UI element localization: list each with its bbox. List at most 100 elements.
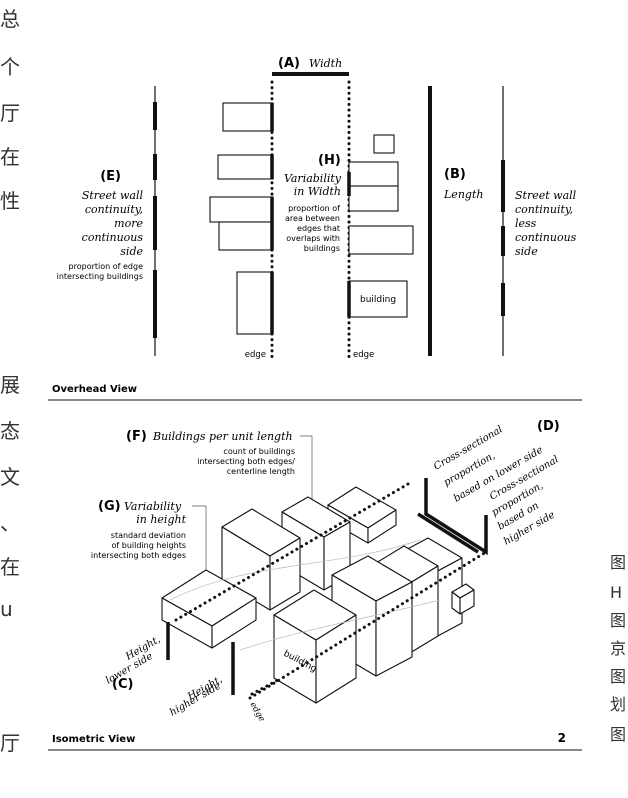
label-f-letter: (F)	[126, 429, 147, 444]
label-h-letter: (H)	[318, 153, 341, 168]
label-f: (F) Buildings per unit length count of b…	[126, 429, 313, 512]
edge-label-left: edge	[245, 350, 266, 360]
label-g-line: in height	[136, 513, 186, 526]
label-h-note: buildings	[304, 244, 340, 253]
side-char: 文	[0, 465, 20, 489]
label-e-line: Street wall	[82, 189, 144, 202]
right-label-line: side	[515, 245, 538, 258]
label-e-line: more	[114, 217, 143, 230]
label-f-note: count of buildings	[223, 447, 295, 456]
label-h-note: proportion of	[288, 204, 340, 213]
side-char: 在	[0, 555, 20, 579]
side-char: 、	[0, 511, 20, 535]
side-char: 图	[610, 667, 626, 686]
label-e-note: intersecting buildings	[57, 272, 143, 281]
label-g-letter: (G)	[98, 499, 121, 514]
side-char: 性	[0, 189, 20, 213]
label-f-name: Buildings per unit length	[152, 430, 293, 443]
side-char: 厅	[0, 101, 20, 125]
edge-label-right: edge	[353, 350, 374, 360]
overhead-view: (A) Width building (B) Length (E)	[48, 56, 582, 401]
right-label-line: continuity,	[515, 203, 573, 216]
ground-curve	[239, 599, 441, 651]
label-h-line: in Width	[294, 185, 341, 198]
label-b-name: Length	[443, 188, 483, 201]
label-d-letter: (D)	[537, 419, 560, 434]
iso-edge-start	[250, 678, 280, 696]
building-footprint	[209, 196, 274, 223]
leader-line	[192, 505, 207, 572]
page-number: 2	[558, 731, 566, 745]
side-char: 图	[610, 553, 626, 572]
label-g-note: standard deviation	[111, 531, 186, 540]
building-footprint	[348, 161, 399, 187]
iso-lower-edge-dotted	[174, 482, 410, 622]
building-footprint	[217, 154, 274, 180]
side-char: 图	[610, 725, 626, 744]
building-footprint	[222, 102, 274, 132]
label-right-street: Street wall continuity, less continuous …	[515, 189, 577, 258]
right-margin-text: 图 H 图 京 图 划 图	[610, 553, 626, 744]
isometric-view: (F) Buildings per unit length count of b…	[48, 419, 582, 751]
building-footprint	[348, 280, 408, 318]
isometric-view-caption: Isometric View	[52, 734, 135, 745]
building-footprint	[348, 225, 414, 255]
label-e-line: continuous	[82, 231, 144, 244]
iso-building	[451, 583, 475, 615]
side-char: 京	[610, 639, 626, 658]
label-e-line: side	[120, 245, 143, 258]
label-f-note: centerline length	[227, 467, 295, 476]
cross-section-bracket	[417, 478, 488, 556]
label-h-note: area between	[285, 214, 340, 223]
label-c-line: higher side	[168, 681, 223, 719]
label-a-letter: (A)	[278, 56, 300, 71]
label-h-line: Variability	[284, 172, 342, 185]
left-buildings	[209, 102, 274, 335]
side-char: 态	[0, 419, 20, 443]
label-g: (G) Variability in height standard devia…	[91, 499, 207, 572]
overhead-view-caption: Overhead View	[52, 384, 137, 395]
side-char: u	[0, 597, 13, 621]
building-footprint	[373, 134, 395, 154]
label-h-note: edges that	[297, 224, 340, 233]
overhead-building-label: building	[360, 295, 396, 305]
iso-higher-edge-dotted	[248, 550, 488, 700]
side-char: 总	[0, 7, 20, 31]
label-f-note: intersecting both edges/	[197, 457, 295, 466]
label-e: (E) Street wall continuity, more continu…	[57, 169, 144, 281]
label-c-letter: (C)	[112, 677, 133, 692]
label-b-letter: (B)	[444, 167, 466, 182]
side-char: 个	[0, 55, 20, 79]
label-g-note: of building heights	[111, 541, 186, 550]
side-char: 划	[610, 695, 626, 714]
building-footprint	[348, 185, 399, 212]
label-e-line: continuity,	[85, 203, 143, 216]
label-e-letter: (E)	[100, 169, 121, 184]
leader-line	[300, 435, 313, 512]
iso-edge-label: edge	[247, 701, 266, 724]
side-char: 图	[610, 611, 626, 630]
label-g-line: Variability	[124, 500, 182, 513]
side-char: H	[610, 583, 622, 602]
side-char: 厅	[0, 731, 20, 755]
label-g-note: intersecting both edges	[91, 551, 186, 560]
label-e-note: proportion of edge	[69, 262, 144, 271]
right-label-line: Street wall	[515, 189, 577, 202]
iso-building	[221, 508, 301, 611]
label-a-name: Width	[309, 57, 342, 70]
label-c: (C) Height, lower side Height, higher si…	[104, 634, 224, 718]
right-label-line: less	[515, 217, 537, 230]
left-margin-text: 总 个 厅 在 性 展 态 文 、 在 u 厅	[0, 7, 20, 755]
building-footprint	[218, 221, 274, 251]
right-label-line: continuous	[515, 231, 577, 244]
iso-building	[161, 569, 257, 649]
building-footprint	[236, 271, 274, 335]
side-char: 在	[0, 145, 20, 169]
isometric-buildings	[161, 486, 475, 704]
right-buildings	[348, 134, 414, 318]
label-h-note: overlaps with	[286, 234, 340, 243]
ground-curve	[169, 539, 421, 601]
side-char: 展	[0, 373, 20, 397]
label-h: (H) Variability in Width proportion of a…	[284, 153, 342, 253]
